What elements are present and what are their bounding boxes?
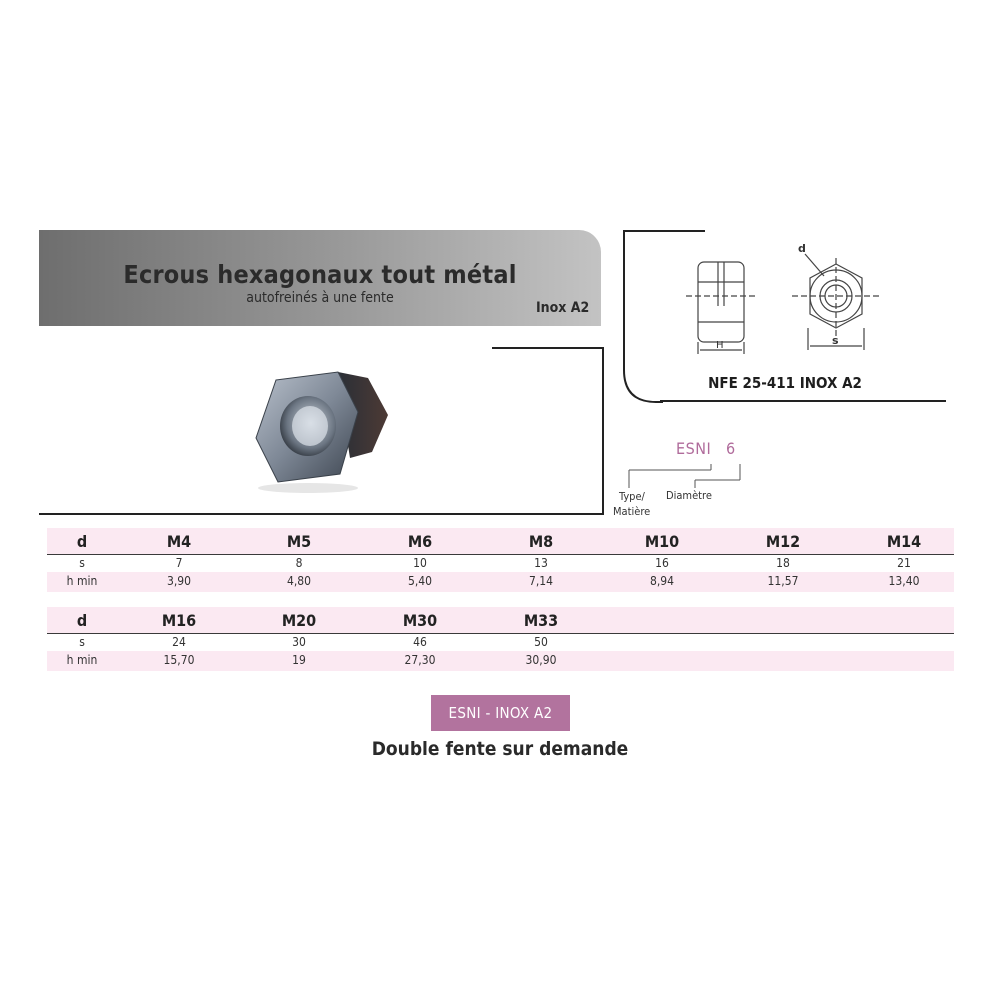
dim-h-label: H bbox=[716, 340, 724, 351]
diagram-frame-corner bbox=[623, 360, 663, 403]
table-cell: M4 bbox=[166, 532, 192, 551]
row-label-hmin: h min bbox=[66, 653, 98, 667]
photo-frame-right bbox=[602, 347, 604, 515]
table-cell: 18 bbox=[776, 556, 790, 570]
table-cell: 4,80 bbox=[286, 574, 312, 588]
table-cell: 50 bbox=[534, 635, 548, 649]
dim-d-label: d bbox=[798, 242, 806, 255]
table-cell: M20 bbox=[281, 611, 317, 630]
footnote: Double fente sur demande bbox=[371, 738, 629, 760]
table-cell: 24 bbox=[172, 635, 186, 649]
code-prefix: ESNI bbox=[676, 439, 712, 458]
table-cell: M12 bbox=[765, 532, 801, 551]
page-title: Ecrous hexagonaux tout métal bbox=[123, 260, 517, 289]
table-cell: M5 bbox=[286, 532, 312, 551]
table-cell: M33 bbox=[523, 611, 559, 630]
code-number: 6 bbox=[726, 439, 736, 458]
table-row-hmin: h min 3,90 4,80 5,40 7,14 8,94 11,57 13,… bbox=[47, 572, 954, 592]
code-diameter-label: Diamètre bbox=[666, 489, 712, 502]
table-cell: M10 bbox=[644, 532, 680, 551]
table-cell: M14 bbox=[886, 532, 922, 551]
row-label-d: d bbox=[76, 611, 88, 630]
table-cell: 8 bbox=[295, 556, 303, 570]
table-cell: M30 bbox=[402, 611, 438, 630]
technical-drawing: H d s bbox=[686, 242, 880, 354]
photo-frame-top bbox=[492, 347, 604, 349]
diagram-frame-left bbox=[623, 230, 625, 370]
table-cell: 11,57 bbox=[767, 574, 799, 588]
dim-s-label: s bbox=[832, 334, 839, 347]
table-cell: 27,30 bbox=[404, 653, 436, 667]
table-cell: 13,40 bbox=[888, 574, 920, 588]
table-cell: 16 bbox=[655, 556, 669, 570]
code-type-line1: Type/ bbox=[619, 490, 645, 503]
table-cell: 3,90 bbox=[166, 574, 192, 588]
row-label-d: d bbox=[76, 532, 88, 551]
code-bracket-lines bbox=[628, 464, 741, 488]
table-cell: 7,14 bbox=[528, 574, 554, 588]
table-cell: 13 bbox=[534, 556, 548, 570]
row-label-s: s bbox=[79, 556, 85, 570]
row-label-hmin: h min bbox=[66, 574, 98, 588]
dimensions-table-2: d M16 M20 M30 M33 s 24 30 46 50 h min 15… bbox=[47, 607, 954, 671]
diagram-frame-top bbox=[625, 230, 705, 232]
table-row-hmin: h min 15,70 19 27,30 30,90 bbox=[47, 651, 954, 671]
table-cell: 15,70 bbox=[163, 653, 195, 667]
table-cell: 8,94 bbox=[649, 574, 675, 588]
header-banner bbox=[39, 230, 601, 326]
table-row-s: s 7 8 10 13 16 18 21 bbox=[47, 554, 954, 573]
product-code-badge: ESNI - INOX A2 bbox=[431, 695, 570, 731]
table-row-d: d M16 M20 M30 M33 bbox=[47, 607, 954, 633]
table-cell: M6 bbox=[407, 532, 433, 551]
table-cell: M8 bbox=[528, 532, 554, 551]
table-cell: 30,90 bbox=[525, 653, 557, 667]
row-label-s: s bbox=[79, 635, 85, 649]
table-cell: 5,40 bbox=[407, 574, 433, 588]
table-cell: 7 bbox=[175, 556, 183, 570]
code-type-label: Type/ Matière bbox=[613, 489, 650, 519]
page-subtitle: autofreinés à une fente bbox=[246, 290, 394, 306]
table-cell: 19 bbox=[292, 653, 306, 667]
table-cell: 10 bbox=[413, 556, 427, 570]
norm-label: NFE 25-411 INOX A2 bbox=[708, 374, 862, 392]
table-cell: M16 bbox=[161, 611, 197, 630]
photo-frame-bottom bbox=[39, 513, 604, 515]
table-row-s: s 24 30 46 50 bbox=[47, 633, 954, 652]
table-cell: 46 bbox=[413, 635, 427, 649]
diagram-frame-bottom bbox=[660, 400, 946, 402]
table-cell: 21 bbox=[897, 556, 911, 570]
table-row-d: d M4 M5 M6 M8 M10 M12 M14 bbox=[47, 528, 954, 554]
code-type-line2: Matière bbox=[613, 505, 651, 518]
table-cell: 30 bbox=[292, 635, 306, 649]
hex-nut-photo bbox=[255, 371, 388, 493]
material-label: Inox A2 bbox=[536, 300, 590, 316]
dimensions-table-1: d M4 M5 M6 M8 M10 M12 M14 s 7 8 10 13 16… bbox=[47, 528, 954, 592]
